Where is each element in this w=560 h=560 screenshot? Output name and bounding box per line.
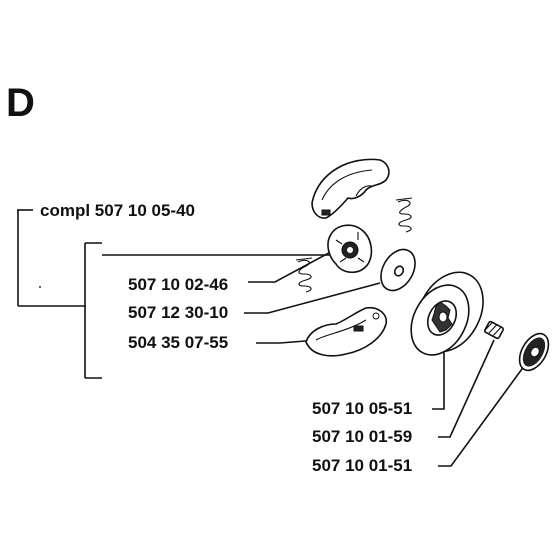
part-label-1: 507 10 02-46	[128, 275, 228, 294]
section-letter: D	[6, 81, 35, 125]
clutch-hub	[327, 224, 373, 274]
washer-thin	[380, 248, 416, 292]
assembly-bracket	[17, 209, 86, 307]
part-label-3: 504 35 07-55	[128, 333, 228, 352]
needle-bearing	[484, 320, 504, 340]
speck-mark	[39, 286, 41, 288]
component-bracket	[84, 242, 102, 379]
assembly-label: compl 507 10 05-40	[40, 201, 195, 220]
clutch-shoe-upper	[311, 158, 390, 219]
washer-end	[518, 332, 550, 372]
part-label-5: 507 10 01-59	[312, 427, 412, 446]
clutch-shoe-lower	[305, 306, 388, 357]
part-label-2: 507 12 30-10	[128, 303, 228, 322]
part-label-6: 507 10 01-51	[312, 456, 412, 475]
clutch-drum	[410, 271, 484, 356]
spring-left	[295, 257, 313, 293]
part-label-4: 507 10 05-51	[312, 399, 412, 418]
leader-lines	[102, 247, 531, 467]
spring-upper	[395, 197, 413, 233]
